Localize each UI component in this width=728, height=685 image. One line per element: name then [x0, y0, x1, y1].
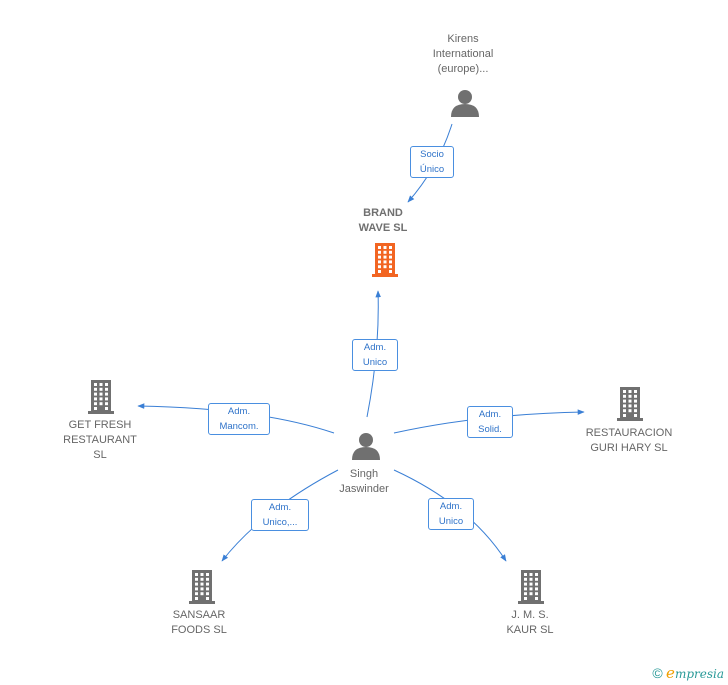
node-label-line: WAVE SL [358, 222, 408, 234]
singh-person-icon[interactable] [352, 433, 380, 460]
edge-label-socio-unico[interactable]: Socio Único [410, 146, 454, 178]
node-label-line: GET FRESH [68, 419, 132, 431]
node-label-line: Kirens [447, 33, 479, 45]
sansaar-building-icon[interactable] [189, 570, 215, 604]
edge-label-line: Adm. [439, 501, 463, 512]
node-label-line: BRAND [363, 207, 403, 219]
edge-label-line: Socio [420, 149, 444, 160]
empresia-logo: © empresia [652, 664, 724, 682]
edge-label-line: Unico,... [262, 517, 298, 528]
node-label-line: SL [93, 449, 107, 461]
node-label-jms[interactable]: J. M. S. KAUR SL [480, 608, 580, 638]
node-label-singh[interactable]: Singh Jaswinder [314, 467, 414, 497]
edge-label-adm-solid[interactable]: Adm. Solid. [467, 406, 513, 438]
jms-building-icon[interactable] [518, 570, 544, 604]
node-label-kirens[interactable]: Kirens International (europe)... [410, 32, 516, 77]
node-label-restauracion[interactable]: RESTAURACION GURI HARY SL [569, 426, 689, 456]
node-label-brand-wave[interactable]: BRAND WAVE SL [333, 206, 433, 236]
edge-label-line: Solid. [478, 424, 502, 435]
node-label-sansaar[interactable]: SANSAAR FOODS SL [149, 608, 249, 638]
edge-label-adm-mancom[interactable]: Adm. Mancom. [208, 403, 270, 435]
logo-wordmark: mpresia [674, 667, 724, 681]
edge-label-line: Único [419, 164, 445, 175]
node-label-line: (europe)... [437, 63, 489, 75]
logo-initial: e [666, 664, 675, 682]
edge-label-adm-unico-jms[interactable]: Adm. Unico [428, 498, 474, 530]
node-label-line: RESTAURANT [63, 434, 137, 446]
node-label-line: J. M. S. [511, 609, 549, 621]
edge-label-line: Unico [362, 357, 388, 368]
node-label-line: GURI HARY SL [590, 442, 668, 454]
node-label-get-fresh[interactable]: GET FRESH RESTAURANT SL [45, 418, 155, 463]
get-fresh-building-icon[interactable] [88, 380, 114, 414]
kirens-person-icon[interactable] [451, 90, 479, 117]
node-label-line: Jaswinder [339, 483, 389, 495]
node-label-line: FOODS SL [171, 624, 227, 636]
restauracion-building-icon[interactable] [617, 387, 643, 421]
node-label-line: Singh [349, 468, 379, 480]
edge-label-line: Adm. [268, 502, 292, 513]
edge-label-line: Adm. [478, 409, 502, 420]
edge-label-adm-unico-sansaar[interactable]: Adm. Unico,... [251, 499, 309, 531]
node-label-line: International [432, 48, 494, 60]
brand-wave-building-icon[interactable] [372, 243, 398, 277]
copyright-symbol: © [652, 665, 663, 681]
node-label-line: SANSAAR [172, 609, 226, 621]
edge-label-adm-unico-brand[interactable]: Adm. Unico [352, 339, 398, 371]
edge-label-line: Unico [438, 516, 464, 527]
node-label-line: KAUR SL [506, 624, 554, 636]
edge-label-line: Mancom. [219, 421, 259, 432]
edge-label-line: Adm. [227, 406, 251, 417]
node-label-line: RESTAURACION [585, 427, 673, 439]
edge-label-line: Adm. [363, 342, 387, 353]
